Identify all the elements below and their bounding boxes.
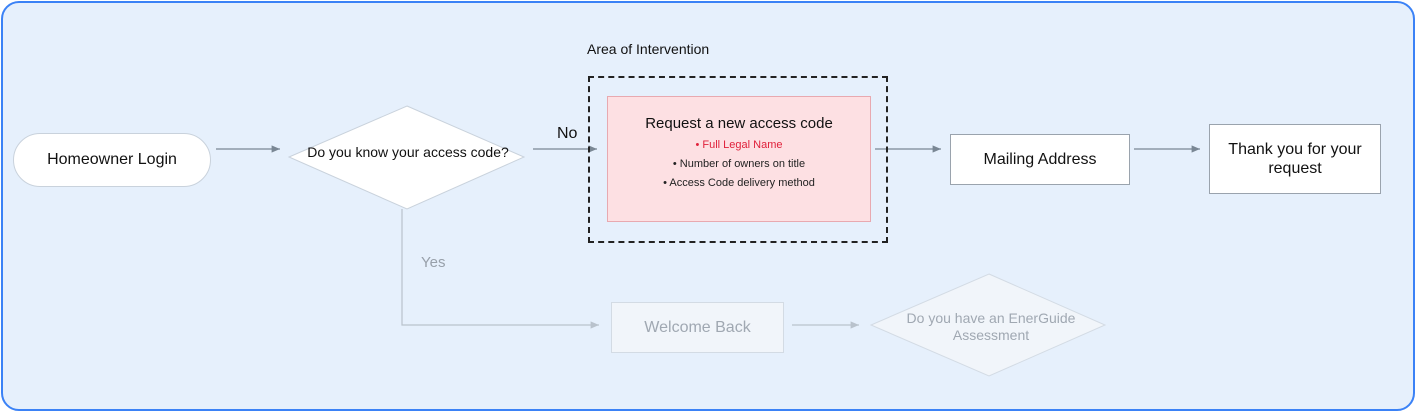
request-access-code-box: Request a new access code Full Legal Nam…: [607, 96, 871, 222]
welcome-back-node: Welcome Back: [611, 302, 784, 353]
start-node-homeowner-login: Homeowner Login: [13, 133, 211, 187]
area-of-intervention-boundary: [588, 76, 888, 243]
decision-text-access-code: Do you know your access code?: [307, 144, 509, 160]
connectors-layer: [216, 105, 1200, 377]
thank-you-node: Thank you for your request: [1209, 124, 1381, 194]
yes-branch-label: Yes: [421, 254, 446, 271]
arrow-decision-to-welcome: [401, 209, 599, 329]
area-of-intervention-title: Area of Intervention: [587, 41, 710, 57]
request-requirements-list: Full Legal Name Number of owners on titl…: [608, 136, 870, 193]
decision-diamond-energuide: [869, 273, 1107, 377]
request-item-owners-on-title: Number of owners on title: [608, 155, 870, 174]
no-branch-label: No: [557, 125, 578, 142]
decision-text-energuide: Do you have an EnerGuide Assessment: [906, 310, 1076, 343]
request-title: Request a new access code: [645, 115, 833, 132]
mailing-address-node: Mailing Address: [950, 134, 1130, 185]
decision-diamond-access: [287, 105, 526, 210]
request-item-full-legal-name: Full Legal Name: [608, 136, 870, 155]
request-item-delivery-method: Access Code delivery method: [608, 174, 870, 193]
